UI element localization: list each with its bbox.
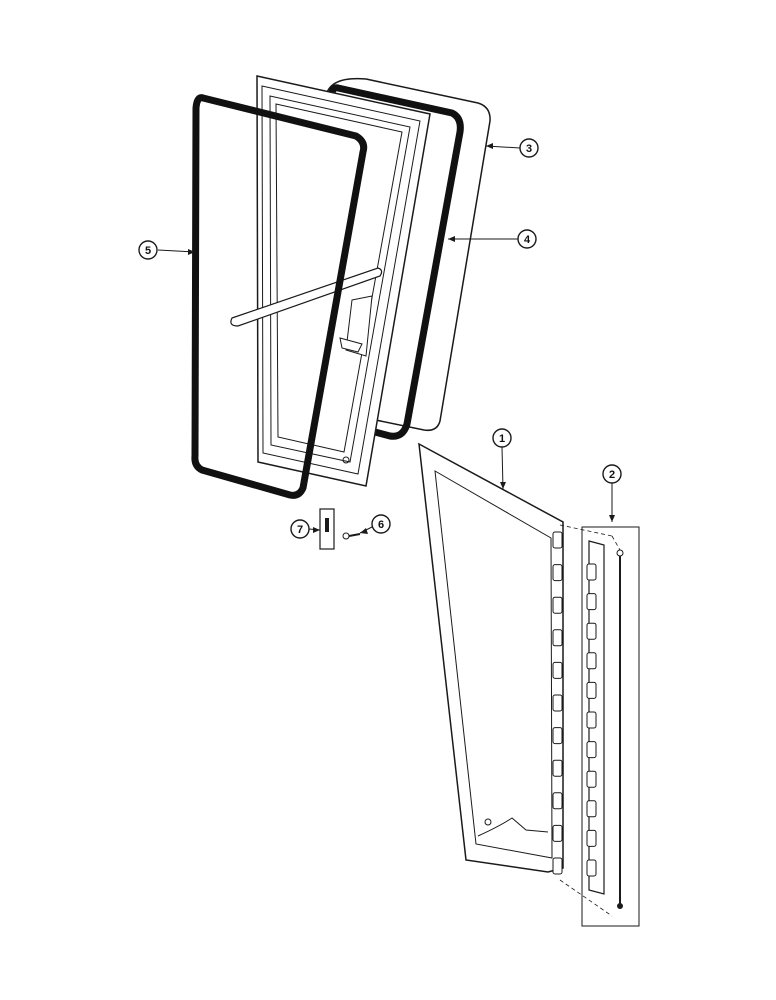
callout-7: 7 xyxy=(290,519,310,539)
hinge-knuckle xyxy=(586,652,597,670)
callout-2: 2 xyxy=(602,464,622,484)
hinge-knuckle xyxy=(552,564,563,582)
hinge-knuckle xyxy=(586,829,597,847)
hinge-knuckle xyxy=(586,563,597,581)
callout-4-label: 4 xyxy=(524,234,531,246)
hinge-knuckle xyxy=(552,824,563,842)
hinge-knuckle xyxy=(552,629,563,647)
hinge-assembly-2 xyxy=(559,524,640,927)
hinge-knuckle xyxy=(586,593,597,611)
screw-6 xyxy=(342,532,361,540)
hinge-knuckle xyxy=(552,727,563,745)
hinge-knuckle xyxy=(552,759,563,777)
hinge-knuckle xyxy=(586,800,597,818)
hinge-knuckle xyxy=(586,741,597,759)
hinge-knuckle xyxy=(586,711,597,729)
hinge-knuckle xyxy=(552,857,563,875)
callout-5: 5 xyxy=(138,240,158,260)
hinge-knuckle xyxy=(586,859,597,877)
callout-1: 1 xyxy=(492,428,512,448)
hinge-knuckles-left xyxy=(552,531,563,875)
hinge-knuckle xyxy=(552,792,563,810)
callout-6: 6 xyxy=(371,514,391,534)
hinge-knuckle xyxy=(586,681,597,699)
hinge-knuckles-right xyxy=(586,563,597,877)
callout-2-label: 2 xyxy=(609,469,615,481)
hinge-knuckle xyxy=(586,622,597,640)
door-glass-1 xyxy=(418,442,564,875)
hinge-knuckle xyxy=(552,596,563,614)
striker-plate-7 xyxy=(319,508,335,550)
callout-3: 3 xyxy=(519,138,539,158)
hinge-knuckle xyxy=(552,661,563,679)
leader-arrowheads xyxy=(188,143,615,534)
callout-5-label: 5 xyxy=(145,245,151,257)
callout-3-label: 3 xyxy=(526,143,532,155)
hinge-knuckle xyxy=(586,770,597,788)
hinge-knuckle xyxy=(552,531,563,549)
seal-5 xyxy=(191,94,368,499)
callout-6-label: 6 xyxy=(378,519,384,531)
callout-1-label: 1 xyxy=(499,433,505,445)
callout-7-label: 7 xyxy=(297,524,303,536)
callout-4: 4 xyxy=(517,229,537,249)
hinge-knuckle xyxy=(552,694,563,712)
